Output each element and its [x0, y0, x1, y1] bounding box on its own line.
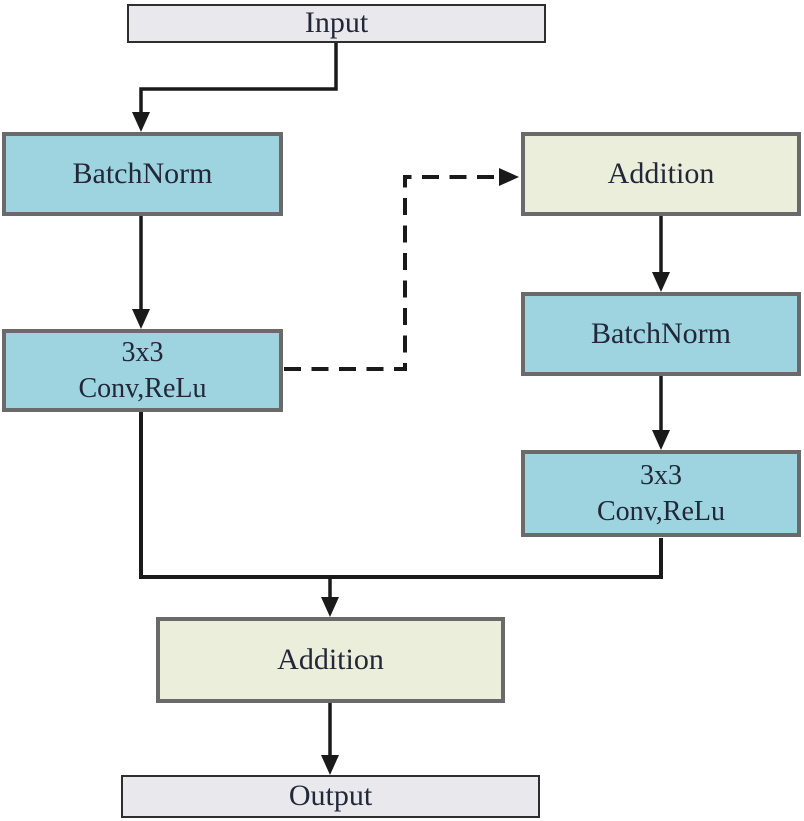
node-output: Output — [121, 775, 540, 818]
node-addition-right: Addition — [521, 132, 801, 216]
node-addition-right-label: Addition — [607, 156, 715, 190]
node-input: Input — [127, 4, 546, 43]
arrowhead-batchnorm-right — [652, 272, 670, 292]
node-batchnorm-left-label: BatchNorm — [72, 156, 213, 190]
edge-conv-left-to-addition-right-dashed — [284, 175, 500, 371]
node-input-label: Input — [304, 6, 369, 40]
node-conv-right: 3x3 Conv,ReLu — [521, 450, 801, 537]
node-conv-left-label-line2: Conv,ReLu — [78, 372, 207, 404]
arrowhead-output — [321, 755, 339, 775]
node-addition-bottom-label: Addition — [277, 642, 384, 676]
arrowhead-addition-bottom — [321, 597, 339, 617]
arrowhead-batchnorm-left — [132, 112, 150, 132]
node-addition-bottom: Addition — [156, 617, 505, 703]
arrowhead-addition-right — [499, 168, 519, 186]
arrowhead-conv-right — [652, 430, 670, 450]
node-conv-left-label-line1: 3x3 — [121, 336, 164, 368]
node-conv-left: 3x3 Conv,ReLu — [2, 329, 283, 412]
node-batchnorm-left: BatchNorm — [2, 132, 283, 216]
arrowhead-conv-left — [132, 309, 150, 329]
node-conv-right-label-line1: 3x3 — [640, 459, 682, 491]
node-batchnorm-right: BatchNorm — [521, 292, 801, 376]
edge-input-to-batchnorm-left — [139, 43, 338, 114]
edge-merge-collector — [139, 412, 663, 579]
node-batchnorm-right-label: BatchNorm — [591, 316, 731, 350]
node-output-label: Output — [288, 779, 373, 813]
node-conv-right-label-line2: Conv,ReLu — [596, 495, 726, 527]
